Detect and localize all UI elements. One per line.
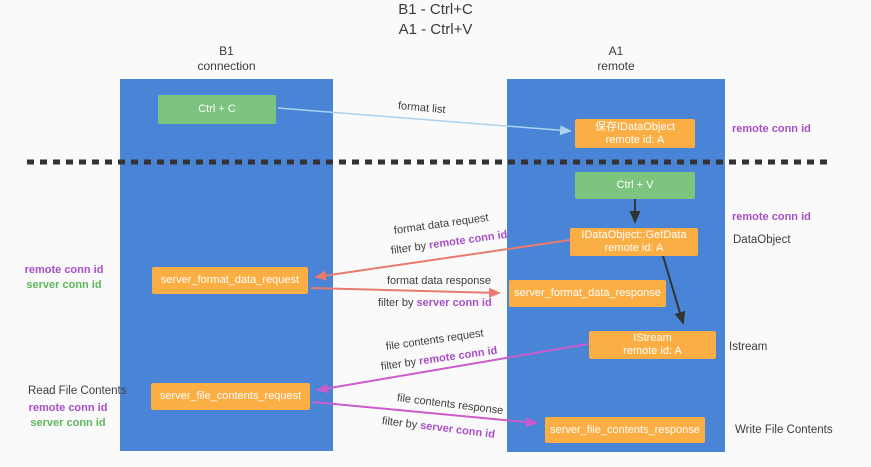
save-dataobject-line1: 保存IDataObject: [594, 120, 676, 133]
right-column-role: remote: [597, 59, 635, 73]
left-conn-id-stack-mid: remote conn id server conn id: [22, 263, 106, 293]
format-list-arrow: [277, 107, 572, 136]
server-conn-id-annotation-left: server conn id: [26, 279, 102, 291]
istream-line1: IStream: [633, 332, 672, 344]
format-data-request-arrow: [314, 239, 571, 281]
filter-by-text: filter by: [378, 297, 417, 309]
server-file-contents-request-node: server_file_contents_request: [151, 383, 310, 410]
server-conn-id-text: server conn id: [416, 297, 492, 309]
istream-annotation: Istream: [729, 341, 768, 353]
remote-conn-id-annotation-left-bottom: remote conn id: [28, 402, 108, 414]
server-conn-id-annotation-left-bottom: server conn id: [30, 417, 106, 429]
getdata-to-istream-arrow: [662, 255, 686, 325]
title-line-1: B1 - Ctrl+C: [398, 1, 473, 18]
diagram-title: B1 - Ctrl+C A1 - Ctrl+V: [0, 0, 871, 40]
save-dataobject-node: 保存IDataObject remote id: A: [575, 119, 695, 148]
right-column-name: A1: [608, 44, 624, 58]
getdata-line1: IDataObject::GetData: [581, 229, 687, 241]
server-file-contents-request-label: server_file_contents_request: [159, 390, 302, 402]
server-file-contents-response-node: server_file_contents_response: [545, 417, 705, 443]
istream-node: IStream remote id: A: [589, 331, 716, 359]
file-contents-response-arrow: [312, 401, 538, 428]
ctrl-c-node: Ctrl + C: [158, 95, 276, 124]
server-format-data-request-node: server_format_data_request: [152, 267, 308, 294]
title-line-2: A1 - Ctrl+V: [398, 21, 473, 38]
file-contents-request-arrow: [316, 343, 589, 394]
left-column-header: B1 connection: [120, 44, 333, 74]
format-data-response-filter-label: filter by server conn id: [378, 297, 492, 309]
read-file-contents-annotation: Read File Contents: [28, 385, 127, 397]
left-conn-id-stack-bottom: remote conn id server conn id: [26, 401, 110, 431]
getdata-node: IDataObject::GetData remote id: A: [570, 228, 698, 256]
ctrl-v-node: Ctrl + V: [575, 172, 695, 199]
getdata-line2: remote id: A: [604, 242, 664, 254]
left-column-name: B1: [219, 44, 234, 58]
write-file-contents-annotation: Write File Contents: [735, 424, 833, 436]
format-data-response-label: format data response: [387, 275, 491, 287]
server-file-contents-response-label: server_file_contents_response: [550, 423, 700, 436]
save-dataobject-line2: remote id: A: [605, 133, 665, 146]
istream-line2: remote id: A: [623, 345, 682, 357]
ctrl-c-label: Ctrl + C: [198, 103, 236, 115]
server-format-data-request-label: server_format_data_request: [160, 274, 300, 286]
server-format-data-response-node: server_format_data_response: [509, 280, 666, 307]
left-column-role: connection: [197, 59, 256, 73]
remote-conn-id-annotation-left: remote conn id: [24, 264, 104, 276]
right-column-header: A1 remote: [507, 44, 725, 74]
remote-conn-id-annotation-top: remote conn id: [732, 123, 811, 135]
server-format-data-response-label: server_format_data_response: [514, 287, 661, 299]
remote-conn-id-annotation-mid: remote conn id: [732, 211, 811, 223]
dataobject-annotation: DataObject: [733, 234, 791, 246]
format-data-response-arrow: [310, 287, 501, 298]
ctrl-v-label: Ctrl + V: [616, 179, 654, 191]
